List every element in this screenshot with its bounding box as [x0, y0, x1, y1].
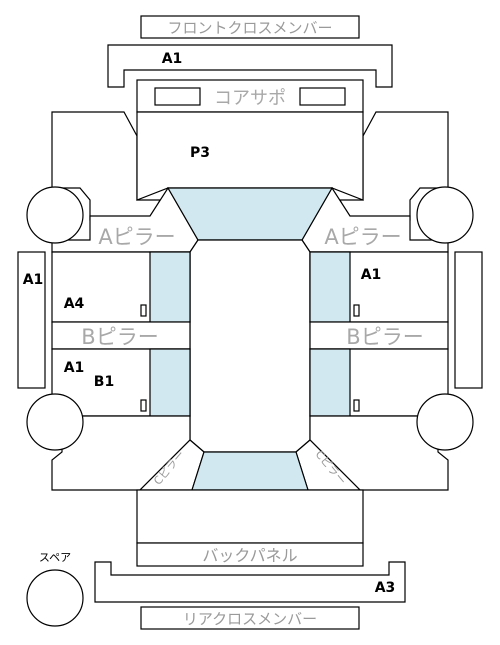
hood-code: P3: [190, 145, 210, 161]
headlight-left: [154, 87, 201, 106]
left-rear-handle: [140, 399, 147, 412]
front-cross-member-label: フロントクロスメンバー: [167, 19, 332, 37]
right-side-member[interactable]: [454, 251, 483, 389]
left-rear-door-code-2: B1: [94, 374, 114, 390]
right-rear-window[interactable]: [309, 348, 351, 417]
b-pillar-right-label: Bピラー: [346, 325, 423, 349]
right-front-door-code: A1: [361, 267, 382, 283]
rear-left-wheel[interactable]: [26, 393, 84, 451]
rear-right-wheel[interactable]: [416, 393, 474, 451]
b-pillar-right-part[interactable]: [309, 321, 449, 350]
spare-wheel[interactable]: [26, 569, 84, 627]
left-front-door-code: A4: [64, 296, 85, 312]
left-front-handle: [140, 304, 147, 317]
rear-cross-member-part[interactable]: [94, 561, 406, 603]
spare-label: スペア: [39, 551, 71, 564]
front-cross-member-code: A1: [162, 51, 183, 67]
core-support-label: コアサポ: [214, 88, 286, 109]
front-cross-member-part[interactable]: [107, 44, 393, 88]
a-pillar-left-label: Aピラー: [98, 225, 175, 249]
a-pillar-right-label: Aピラー: [324, 225, 401, 249]
left-rear-door-code-1: A1: [64, 360, 85, 376]
back-panel-label: バックパネル: [202, 546, 297, 565]
headlight-right: [299, 87, 346, 106]
rear-cross-member-box[interactable]: [140, 606, 360, 630]
hood-part[interactable]: [136, 111, 364, 201]
rear-cross-member-label: リアクロスメンバー: [183, 610, 317, 628]
right-front-handle: [353, 304, 360, 317]
back-panel-part[interactable]: [136, 542, 364, 567]
front-left-wheel[interactable]: [26, 186, 84, 244]
trunk-part[interactable]: [136, 489, 364, 544]
rear-cross-member-code: A3: [375, 580, 396, 596]
b-pillar-left-label: Bピラー: [81, 325, 158, 349]
right-rear-handle: [353, 399, 360, 412]
left-side-member[interactable]: [17, 251, 46, 389]
rear-window-glass[interactable]: [191, 451, 309, 491]
left-side-member-code: A1: [23, 272, 44, 288]
left-rear-window[interactable]: [149, 348, 191, 417]
front-cross-member-box[interactable]: [140, 15, 360, 39]
right-front-window[interactable]: [309, 251, 351, 323]
roof-part[interactable]: [189, 239, 311, 453]
front-right-wheel[interactable]: [416, 186, 474, 244]
left-front-window[interactable]: [149, 251, 191, 323]
